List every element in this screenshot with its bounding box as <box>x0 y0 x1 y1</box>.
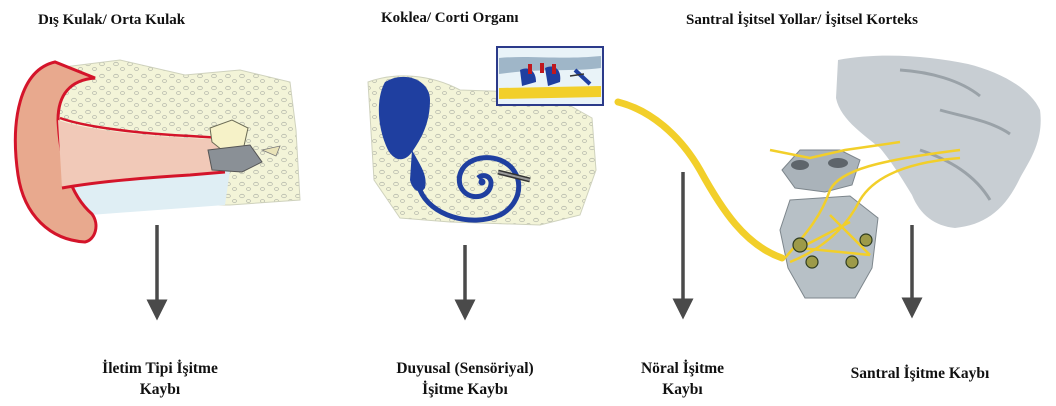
label-neural-line2: Kaybı <box>610 379 755 400</box>
label-sensorineural-line1: Duyusal (Sensöriyal) <box>355 358 575 379</box>
label-sensorineural-line2: İşitme Kaybı <box>355 379 575 400</box>
cortex-brain <box>836 56 1041 228</box>
label-sensorineural-hearing-loss: Duyusal (Sensöriyal) İşitme Kaybı <box>355 358 575 400</box>
label-conductive-hearing-loss: İletim Tipi İşitme Kaybı <box>70 358 250 400</box>
cochlea-illustration <box>368 47 603 225</box>
label-central-hearing-loss: Santral İşitme Kaybı <box>805 363 1035 384</box>
label-conductive-line2: Kaybı <box>70 379 250 400</box>
label-central-line1: Santral İşitme Kaybı <box>805 363 1035 384</box>
organ-of-corti-inset <box>497 47 603 105</box>
auditory-nerve-curve <box>618 102 782 258</box>
label-conductive-line1: İletim Tipi İşitme <box>70 358 250 379</box>
label-neural-line1: Nöral İşitme <box>610 358 755 379</box>
central-auditory-illustration <box>770 56 1041 298</box>
outer-middle-ear-illustration <box>15 60 300 242</box>
label-neural-hearing-loss: Nöral İşitme Kaybı <box>610 358 755 400</box>
